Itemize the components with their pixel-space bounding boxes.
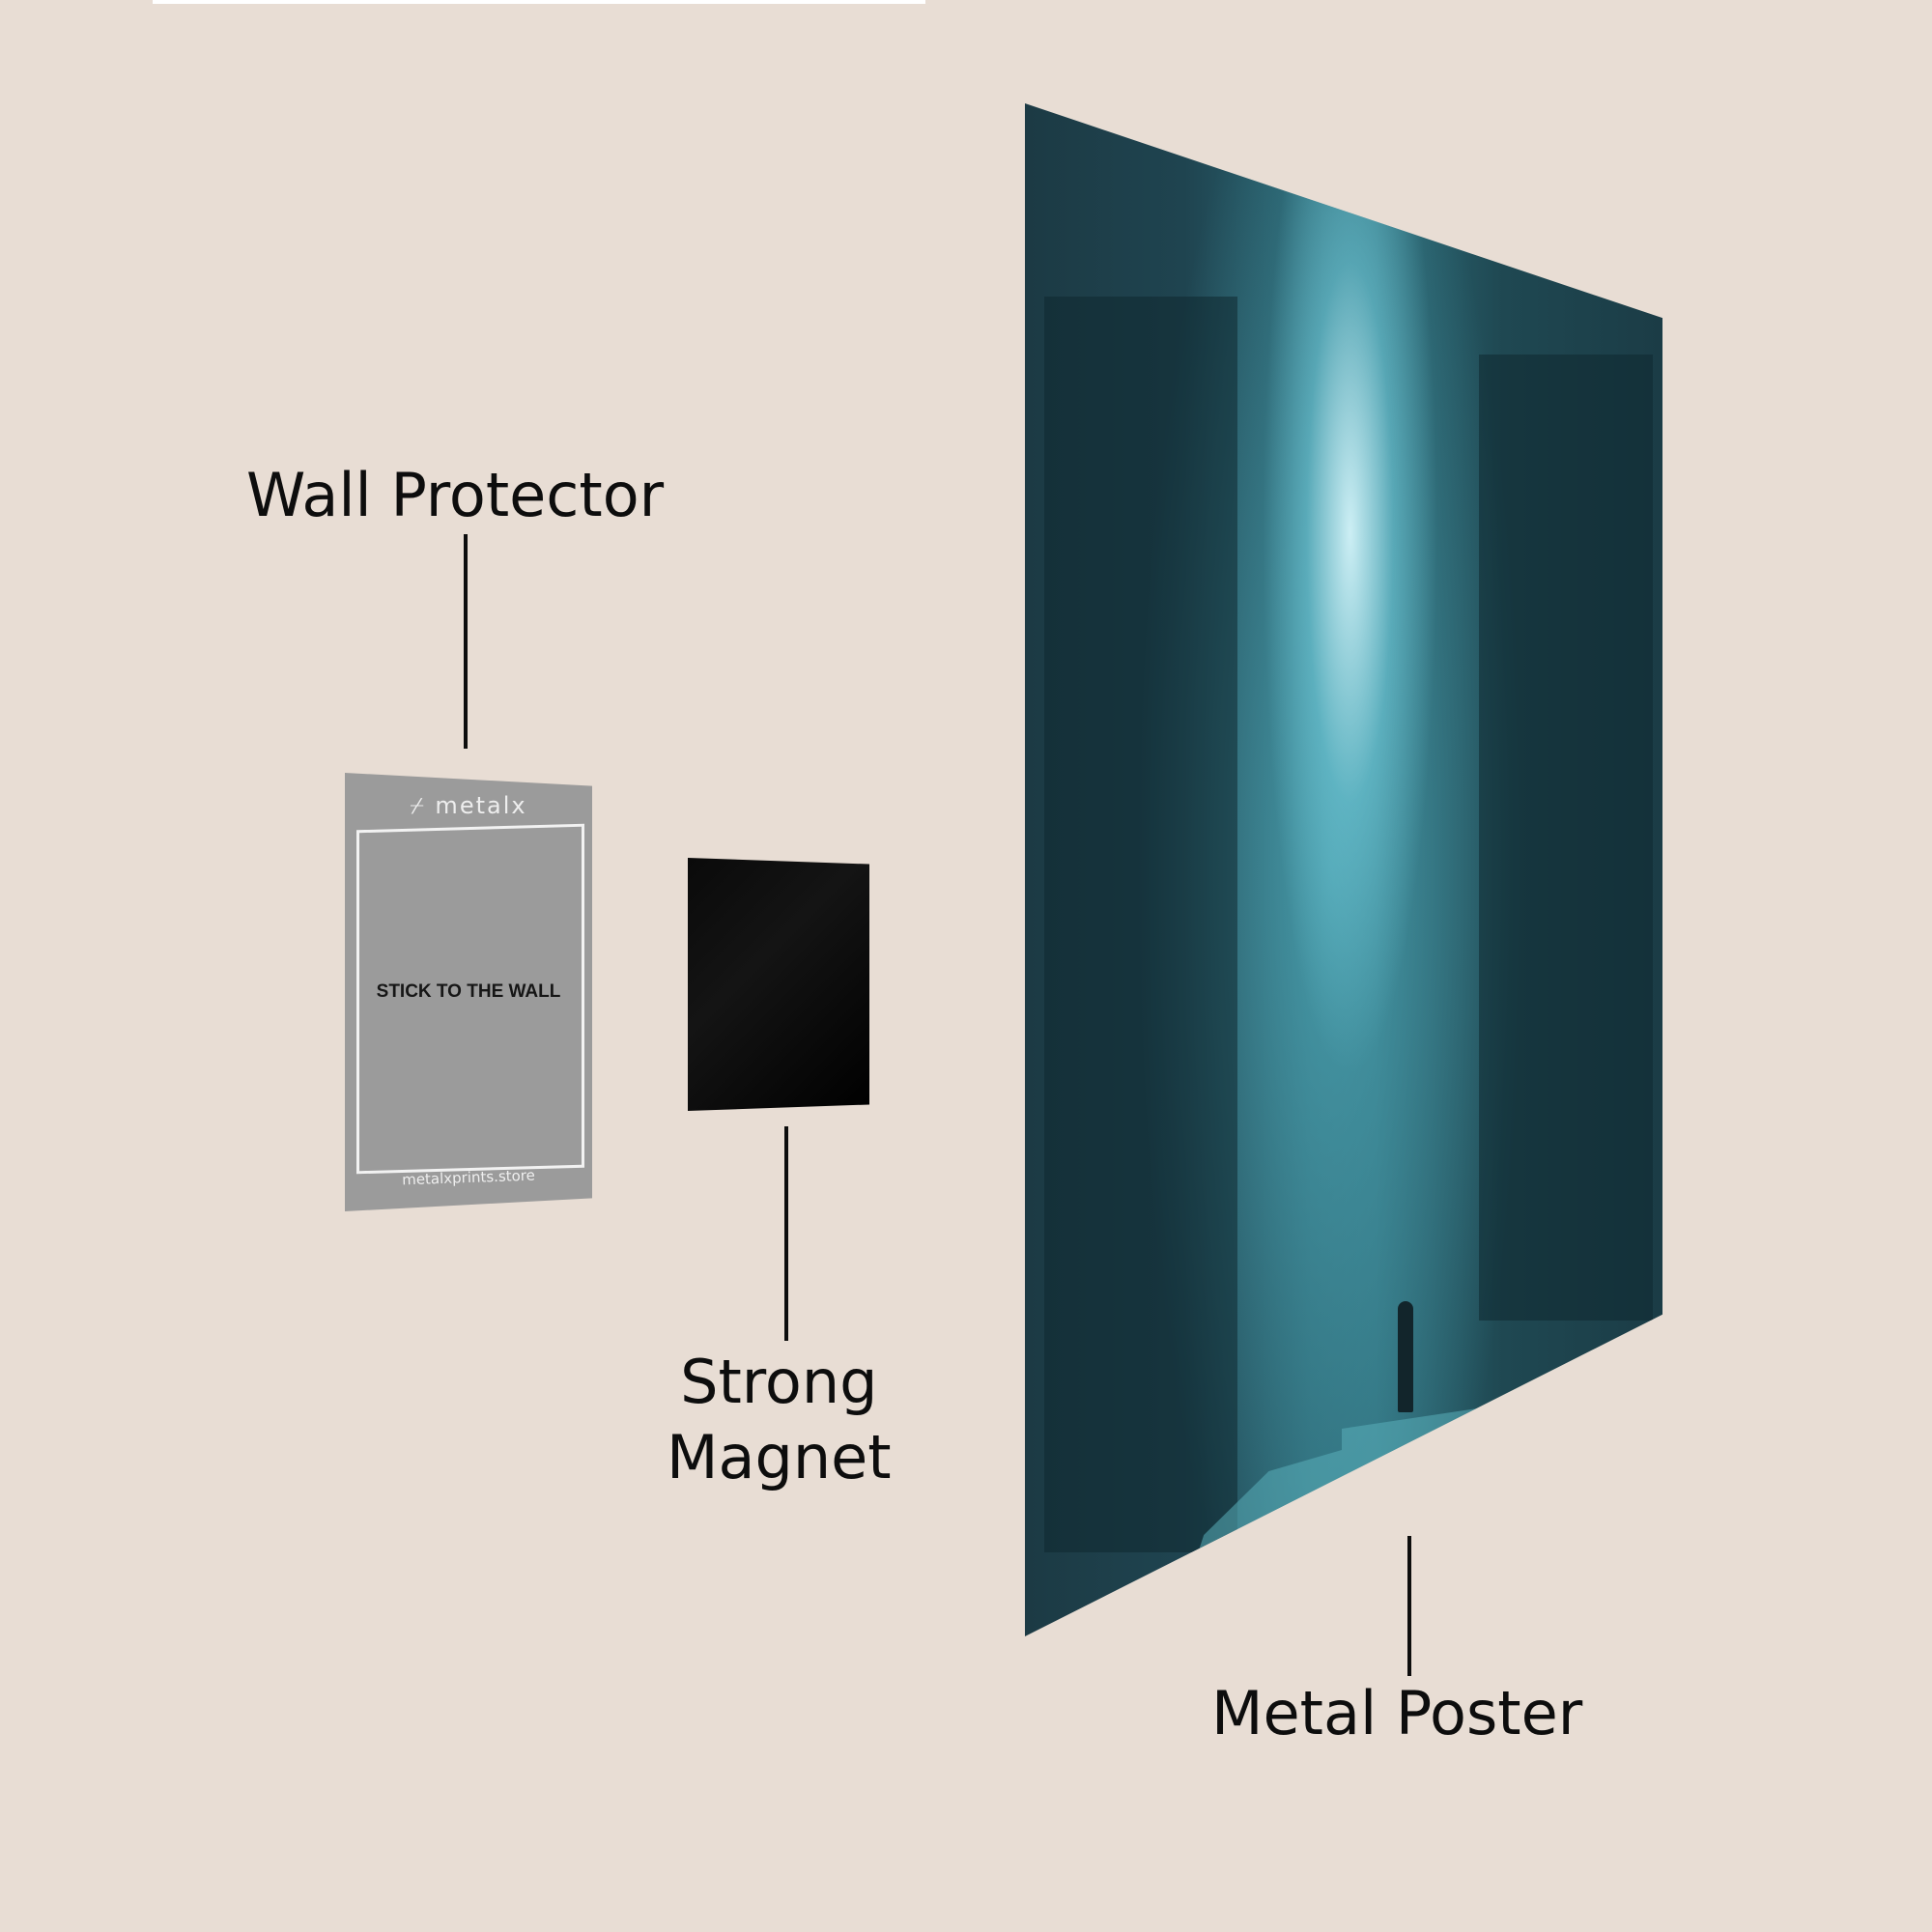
top-edge-bar (153, 0, 925, 4)
strong-magnet (688, 858, 869, 1111)
wall-protector-leader-line (464, 534, 468, 749)
stick-to-wall-text: STICK TO THE WALL (376, 981, 561, 1002)
metal-poster (1025, 103, 1662, 1636)
poster-platform (1179, 1407, 1585, 1609)
strong-magnet-label-line1: Strong (680, 1347, 878, 1417)
wall-protector-card: ⌿ metalx STICK TO THE WALL metalxprints.… (345, 773, 592, 1211)
poster-building-left (1044, 297, 1237, 1552)
strong-magnet-label-line2: Magnet (667, 1422, 892, 1492)
poster-building-right (1479, 355, 1653, 1321)
strong-magnet-leader-line (784, 1126, 788, 1341)
metal-poster-leader-line (1407, 1536, 1411, 1676)
poster-figure (1398, 1301, 1413, 1412)
wall-protector-label: Wall Protector (246, 460, 665, 530)
metal-poster-label: Metal Poster (1211, 1678, 1583, 1748)
metalx-logo: ⌿ metalx (410, 792, 527, 819)
strong-magnet-label: Strong Magnet (667, 1345, 892, 1495)
